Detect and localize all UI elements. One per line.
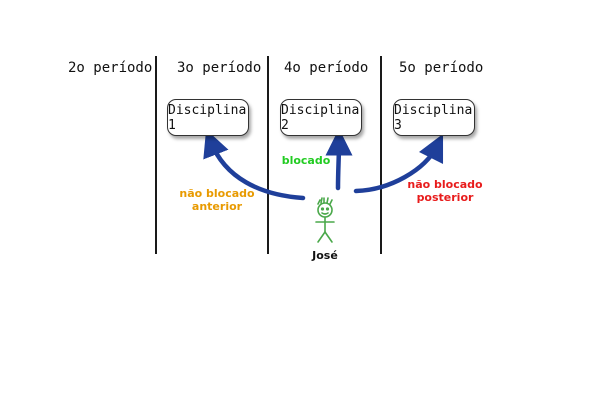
arrow-to-disciplina-1 xyxy=(203,129,306,201)
person-name: José xyxy=(312,249,338,262)
label-blocado: blocado xyxy=(281,154,331,167)
label-nao-blocado-posterior: não blocado posterior xyxy=(407,178,483,204)
column-header-4o: 4o período xyxy=(284,60,369,76)
disciplina-1-box: Disciplina 1 xyxy=(167,99,249,136)
column-divider-1 xyxy=(155,56,157,254)
column-divider-2 xyxy=(267,56,269,254)
column-header-5o: 5o período xyxy=(399,60,484,76)
column-header-3o: 3o período xyxy=(177,60,262,76)
arrow-to-disciplina-3 xyxy=(353,133,444,194)
label-nao-blocado-anterior: não blocado anterior xyxy=(179,187,255,213)
column-divider-3 xyxy=(380,56,382,254)
person-icon xyxy=(315,197,335,243)
disciplina-2-box: Disciplina 2 xyxy=(280,99,362,136)
column-header-2o: 2o período xyxy=(68,60,153,76)
arrow-to-disciplina-2 xyxy=(325,128,353,191)
disciplina-3-box: Disciplina 3 xyxy=(393,99,475,136)
